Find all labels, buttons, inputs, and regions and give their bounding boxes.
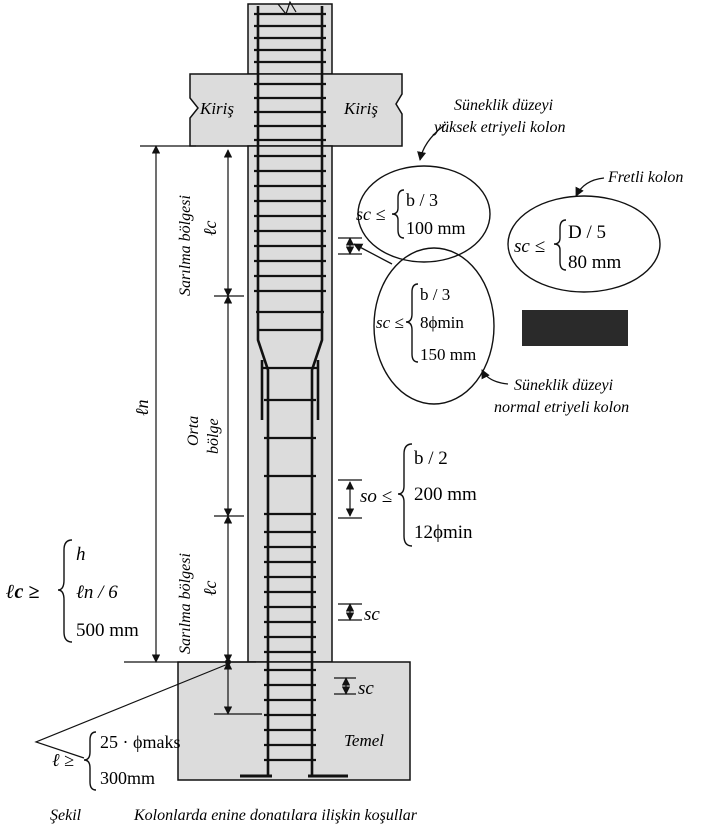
foundation-block — [177, 661, 411, 781]
high-ductility-text-2: yüksek etriyeli kolon — [432, 119, 566, 136]
beam-right-label: Kiriş — [343, 99, 378, 118]
beam-left-label: Kiriş — [199, 99, 234, 118]
middle-formula-b: 200 mm — [414, 484, 477, 505]
anchorage-leader — [34, 663, 229, 759]
caption-text: Kolonlarda enine donatılara ilişkin koşu… — [133, 807, 418, 824]
ln-label: ℓn — [132, 400, 152, 417]
confinement-top-label: Sarılma bölgesi — [177, 195, 194, 296]
normal-formula-lhs: sc ≤ — [376, 313, 404, 332]
ellipse-spiral — [507, 195, 661, 293]
braces — [57, 189, 567, 791]
normal-ductility-text-1: Süneklik düzeyi — [514, 377, 613, 394]
anchorage-formula-b: 300mm — [100, 768, 155, 788]
spacing-marks — [334, 237, 362, 695]
ellipse-normal-ductility — [373, 247, 495, 405]
high-formula-a: b / 3 — [406, 190, 438, 210]
middle-formula-lhs: so ≤ — [360, 486, 392, 507]
lc-bottom-label: ℓc — [200, 581, 220, 597]
dimension-lines — [124, 145, 262, 715]
middle-formula-c: 12ϕmin — [414, 522, 473, 543]
beam — [189, 73, 403, 147]
middle-label-1: Orta — [185, 416, 202, 446]
anchorage-formula-a: 25 · ϕmaks — [100, 732, 180, 752]
anchorage-formula-lhs: ℓ ≥ — [52, 750, 74, 770]
normal-formula-b: 8ϕmin — [420, 313, 464, 332]
lc-formula-b: ℓn / 6 — [76, 582, 118, 603]
lc-formula-c: 500 mm — [76, 620, 139, 641]
normal-formula-c: 150 mm — [420, 345, 476, 364]
normal-ductility-text-2: normal etriyeli kolon — [494, 399, 629, 416]
spiral-formula-a: D / 5 — [568, 222, 606, 243]
sc-mid-label: sc — [364, 604, 380, 625]
high-formula-b: 100 mm — [406, 218, 466, 238]
lc-top-label: ℓc — [200, 221, 220, 237]
foundation-label: Temel — [344, 731, 384, 750]
spiral-text: Fretli kolon — [607, 169, 683, 186]
lc-formula-a: h — [76, 544, 86, 565]
stirrups — [254, 12, 326, 762]
middle-formula-a: b / 2 — [414, 448, 448, 469]
callout-arrows — [353, 123, 605, 385]
lc-formula-lhs: ℓc ≥ — [6, 581, 39, 603]
badge-box — [522, 310, 628, 346]
high-ductility-text-1: Süneklik düzeyi — [454, 97, 553, 114]
concrete-body — [177, 3, 411, 781]
break-symbol — [277, 0, 297, 16]
spiral-formula-lhs: sc ≤ — [514, 236, 545, 257]
longitudinal-bars — [240, 6, 348, 778]
confinement-bottom-label: Sarılma bölgesi — [177, 553, 194, 654]
normal-formula-a: b / 3 — [420, 285, 450, 304]
sc-found-label: sc — [358, 678, 374, 699]
ellipse-high-ductility — [357, 165, 491, 263]
middle-label-2: bölge — [205, 418, 222, 454]
spiral-formula-b: 80 mm — [568, 252, 622, 273]
caption-prefix: Şekil — [50, 807, 82, 824]
high-formula-lhs: sc ≤ — [356, 204, 385, 224]
anchor-dot — [225, 659, 231, 665]
column-shaft — [247, 145, 333, 663]
